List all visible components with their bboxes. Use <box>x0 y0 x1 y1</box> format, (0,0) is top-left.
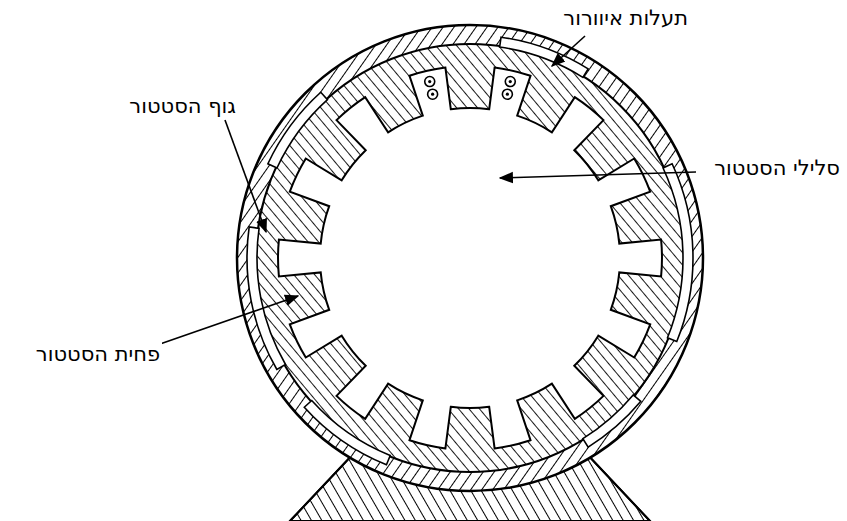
coil-conductor <box>425 77 435 87</box>
part-label: פחית הסטטור <box>34 342 162 367</box>
stator-bore <box>278 68 662 449</box>
leader-line <box>500 172 696 178</box>
coil-wire <box>502 89 512 99</box>
stator-frame <box>237 25 703 491</box>
ventilation-channel <box>663 164 693 342</box>
leader-line <box>552 36 585 66</box>
part-label: תעלות איוורור <box>561 6 690 31</box>
ventilation-channels <box>247 37 693 465</box>
coil-wire <box>505 77 515 87</box>
coil-core <box>506 93 509 96</box>
coil-conductor <box>505 77 515 87</box>
leader-line <box>160 296 298 344</box>
part-label: סלילי הסטטור <box>712 156 842 181</box>
coil-core <box>428 80 431 83</box>
coil-core <box>431 93 434 96</box>
coil-conductor <box>428 89 438 99</box>
frame-ground <box>237 25 703 491</box>
coil-conductor <box>502 89 512 99</box>
coil-core <box>509 80 512 83</box>
ventilation-channel <box>268 92 328 168</box>
core-ground <box>256 44 684 472</box>
coil-wire <box>425 77 435 87</box>
stator-core <box>256 44 684 472</box>
coil-wire <box>428 89 438 99</box>
ventilation-channel <box>304 401 390 465</box>
stator-coils <box>425 77 516 100</box>
leader-line <box>225 120 266 232</box>
part-label: גוף הסטטור <box>127 94 238 119</box>
